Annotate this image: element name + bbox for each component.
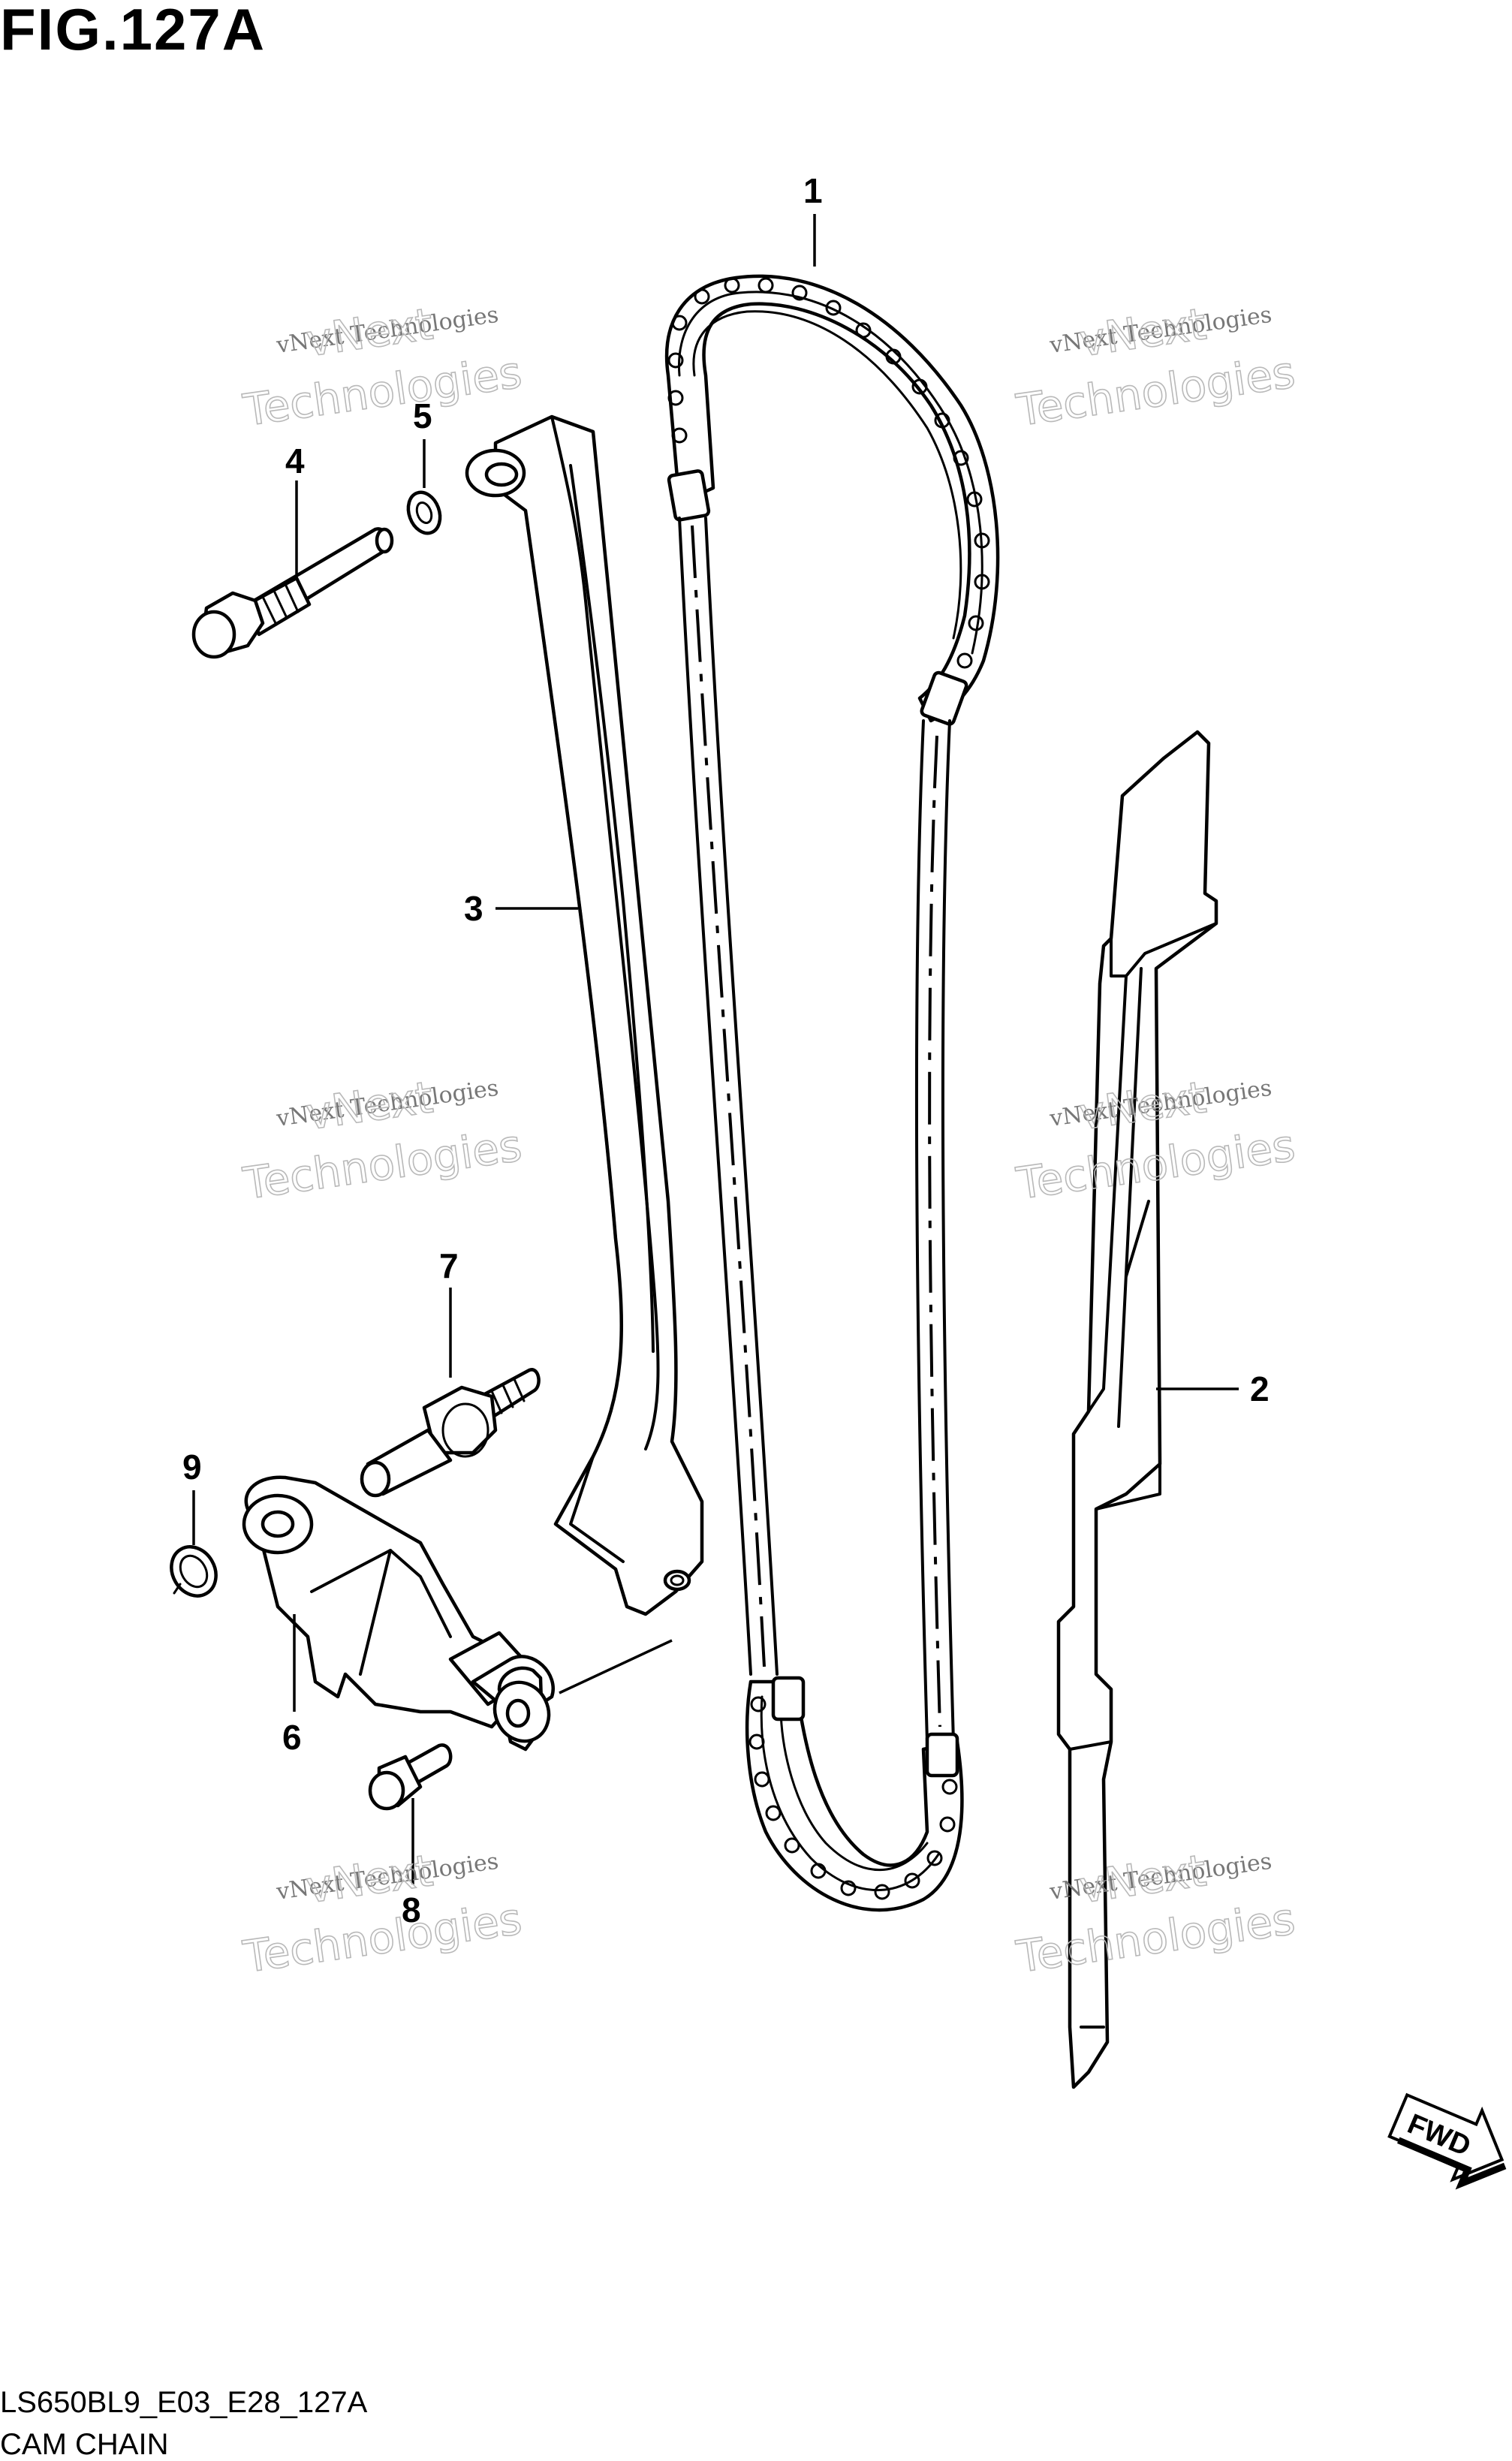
adjuster-pin-drawing bbox=[368, 1743, 453, 1811]
figure-title: FIG.127A bbox=[0, 0, 267, 62]
watermark-3: vNext Technologies vNext Technologies bbox=[239, 1071, 526, 1209]
section-name: CAM CHAIN bbox=[0, 2428, 169, 2461]
svg-text:Technologies: Technologies bbox=[1014, 1893, 1298, 1982]
watermark-1: vNext Technologies vNext Technologies bbox=[239, 297, 526, 436]
callout-2: 2 bbox=[1250, 1369, 1270, 1408]
tension-adjuster-drawing bbox=[242, 1475, 673, 1752]
callout-8: 8 bbox=[402, 1890, 421, 1929]
watermark-2: vNext Technologies vNext Technologies bbox=[1013, 297, 1299, 436]
fwd-arrow-icon: FWD bbox=[1387, 2092, 1507, 2190]
callout-4: 4 bbox=[285, 441, 305, 480]
callout-9: 9 bbox=[182, 1447, 202, 1487]
cam-chain-drawing bbox=[664, 274, 1000, 1912]
callouts: 1 2 3 4 5 6 7 8 9 bbox=[182, 171, 1270, 1929]
watermark-6: vNext Technologies vNext Technologies bbox=[1013, 1844, 1299, 1983]
model-code: LS650BL9_E03_E28_127A bbox=[0, 2386, 368, 2419]
svg-text:Technologies: Technologies bbox=[1014, 346, 1298, 435]
callout-6: 6 bbox=[282, 1718, 302, 1757]
svg-text:vNext: vNext bbox=[1076, 298, 1209, 366]
cam-chain-tensioner-drawing bbox=[465, 414, 704, 1616]
circlip-drawing bbox=[170, 1545, 218, 1598]
svg-text:vNext: vNext bbox=[303, 298, 435, 366]
svg-text:Technologies: Technologies bbox=[240, 1119, 525, 1209]
callout-5: 5 bbox=[413, 396, 432, 435]
leader-lines bbox=[192, 214, 1239, 1884]
svg-text:Technologies: Technologies bbox=[240, 1893, 525, 1982]
washer-drawing bbox=[406, 490, 442, 535]
svg-text:vNext: vNext bbox=[303, 1071, 435, 1140]
svg-text:Technologies: Technologies bbox=[240, 346, 525, 435]
callout-3: 3 bbox=[464, 889, 483, 928]
adjuster-bolt-drawing bbox=[360, 1368, 541, 1498]
watermark-5: vNext Technologies vNext Technologies bbox=[239, 1844, 526, 1983]
callout-1: 1 bbox=[803, 171, 823, 210]
tensioner-bolt-drawing bbox=[191, 527, 394, 659]
cam-chain-guide-drawing bbox=[1056, 730, 1218, 2089]
callout-7: 7 bbox=[439, 1246, 459, 1285]
